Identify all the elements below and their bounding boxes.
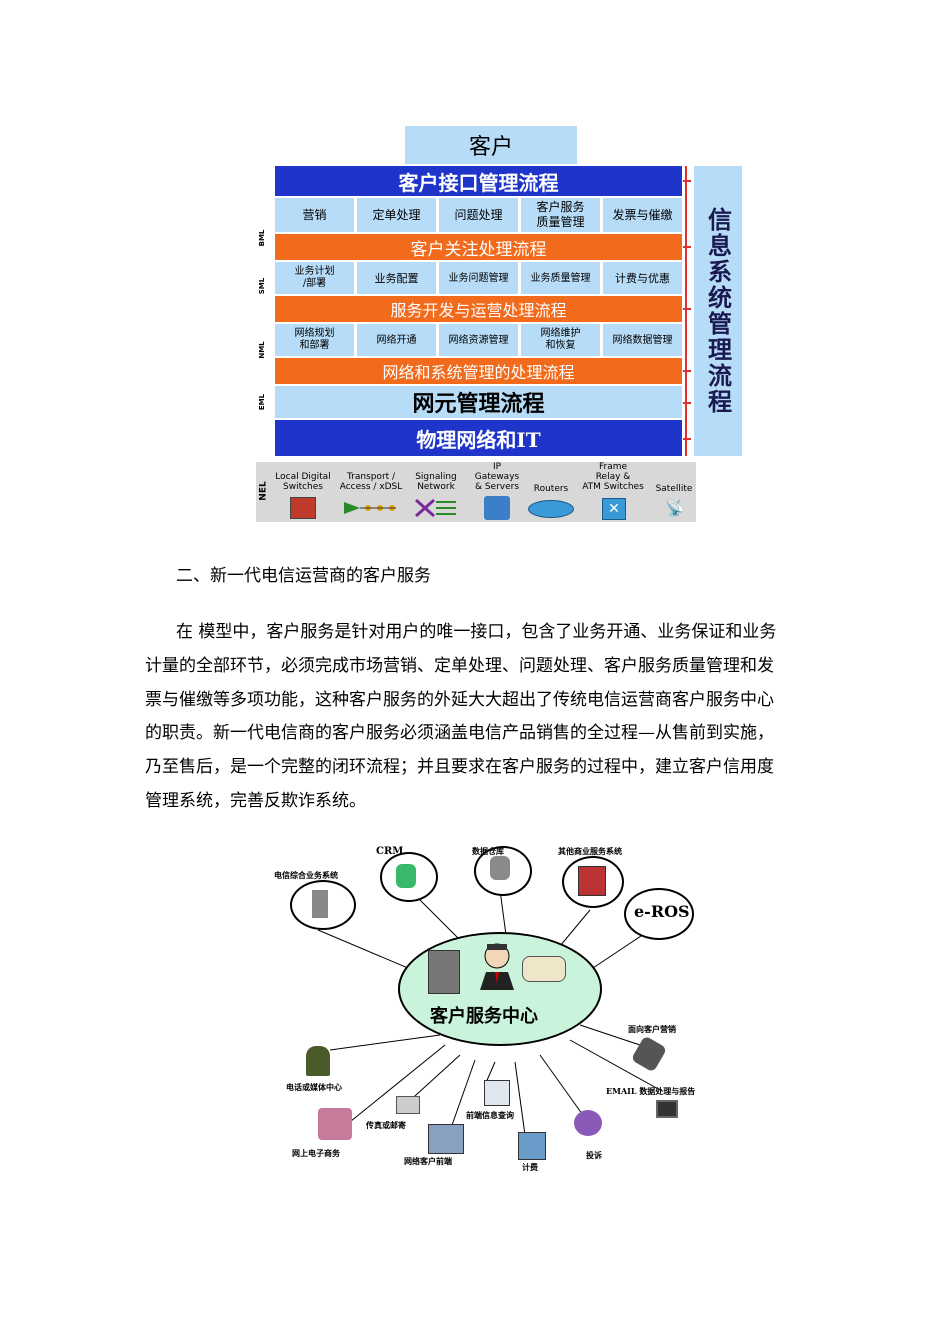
label-info-query: 前端信息查询 bbox=[466, 1110, 514, 1121]
computer-icon bbox=[578, 866, 606, 896]
ne-routers: Routers bbox=[528, 484, 574, 494]
label-email-reports: EMAIL 数据处理与报告 bbox=[606, 1086, 695, 1097]
band-customer-interface: 客户接口管理流程 bbox=[275, 166, 682, 196]
satellite-icon: 📡 bbox=[664, 498, 686, 518]
label-ecommerce: 网上电子商务 bbox=[292, 1148, 340, 1159]
connector-tick bbox=[683, 180, 691, 182]
client-frontend-icon bbox=[428, 1124, 464, 1154]
database-icon bbox=[490, 856, 510, 880]
level-nml: NML bbox=[258, 338, 266, 362]
side-panel-label: 信息系统管理流程 bbox=[701, 207, 736, 415]
cell-quality: 客户服务 质量管理 bbox=[521, 198, 600, 232]
ne-signaling: Signaling Network bbox=[408, 472, 464, 492]
band-network-systems: 网络和系统管理的处理流程 bbox=[275, 358, 682, 384]
label-telecom-system: 电信综合业务系统 bbox=[274, 870, 338, 881]
monitor-icon bbox=[656, 1100, 678, 1118]
router-icon bbox=[528, 500, 574, 518]
band-service-dev: 服务开发与运营处理流程 bbox=[275, 296, 682, 322]
band-element-mgmt: 网元管理流程 bbox=[275, 386, 682, 418]
connector-line bbox=[685, 166, 687, 456]
paragraph-line: 的职责。新一代电信商的客户服务必须涵盖电信产品销售的全过程—从售前到实施， bbox=[145, 718, 805, 743]
customer-box: 客户 bbox=[405, 126, 577, 164]
cell-problem: 问题处理 bbox=[439, 198, 518, 232]
cell-network-maintenance: 网络维护 和恢复 bbox=[521, 324, 600, 356]
connector-tick bbox=[683, 246, 691, 248]
paragraph-line: 票与催缴等多项功能，这种客户服务的外延大大超出了传统电信运营商客户服务中心 bbox=[145, 685, 805, 710]
ne-transport: Transport / Access / xDSL bbox=[336, 472, 406, 492]
connector-tick bbox=[683, 438, 691, 440]
cell-marketing: 营销 bbox=[275, 198, 354, 232]
ne-local-switch: Local Digital Switches bbox=[272, 472, 334, 492]
cell-service-quality: 业务质量管理 bbox=[521, 262, 600, 294]
fax-icon bbox=[396, 1096, 420, 1114]
label-customer-marketing: 面向客户营销 bbox=[628, 1024, 676, 1035]
customer-label: 客户 bbox=[469, 129, 513, 161]
cell-service-config: 业务配置 bbox=[357, 262, 436, 294]
cell-network-inventory: 网络资源管理 bbox=[439, 324, 518, 356]
paragraph-line: 计量的全部环节，必须完成市场营销、定单处理、问题处理、客户服务质量管理和发 bbox=[145, 651, 805, 676]
side-panel-it-management: 信息系统管理流程 bbox=[694, 166, 742, 456]
connector-tick bbox=[683, 370, 691, 372]
switch-icon bbox=[290, 497, 316, 519]
level-bml: BML bbox=[258, 226, 266, 250]
cell-service-plan: 业务计划 /部署 bbox=[275, 262, 354, 294]
ecommerce-icon bbox=[318, 1108, 352, 1140]
billing-icon bbox=[518, 1132, 546, 1160]
section-heading: 二、新一代电信运营商的客户服务 bbox=[176, 561, 431, 586]
complaint-icon bbox=[574, 1110, 602, 1136]
connector-tick bbox=[683, 402, 691, 404]
atm-switch-icon: ✕ bbox=[602, 498, 626, 520]
level-sml: SML bbox=[258, 274, 266, 298]
kiosk-icon bbox=[484, 1080, 510, 1106]
cell-rating: 计费与优惠 bbox=[603, 262, 682, 294]
cell-network-data: 网络数据管理 bbox=[603, 324, 682, 356]
label-client-frontend: 网络客户前端 bbox=[404, 1156, 452, 1167]
signaling-icon bbox=[414, 498, 458, 518]
ne-frame-relay: Frame Relay & ATM Switches bbox=[578, 462, 648, 492]
band-customer-care: 客户关注处理流程 bbox=[275, 234, 682, 260]
cell-network-provision: 网络开通 bbox=[357, 324, 436, 356]
ne-ip-gateways: IP Gateways & Servers bbox=[468, 462, 526, 492]
paragraph-line: 乃至售后，是一个完整的闭环流程；并且要求在客户服务的过程中，建立客户信用度 bbox=[145, 752, 805, 777]
nel-label: NEL bbox=[259, 481, 269, 500]
cell-service-problem: 业务问题管理 bbox=[439, 262, 518, 294]
label-fax-mail: 传真或邮寄 bbox=[366, 1120, 406, 1131]
row-network-functions: 网络规划 和部署 网络开通 网络资源管理 网络维护 和恢复 网络数据管理 bbox=[275, 324, 682, 356]
label-call-center: 电话或媒体中心 bbox=[286, 1082, 342, 1093]
label-eros: e-ROS bbox=[634, 902, 690, 921]
label-billing: 计费 bbox=[522, 1162, 538, 1173]
cell-network-plan: 网络规划 和部署 bbox=[275, 324, 354, 356]
ne-satellite: Satellite bbox=[652, 484, 696, 494]
gateway-icon bbox=[484, 496, 510, 520]
center-label: 客户服务中心 bbox=[430, 1002, 538, 1028]
server-icon bbox=[312, 890, 328, 918]
person-icon bbox=[476, 940, 518, 990]
server-icon bbox=[428, 950, 460, 994]
cell-billing: 发票与催缴 bbox=[603, 198, 682, 232]
paragraph-line: 管理系统，完善反欺诈系统。 bbox=[145, 786, 805, 811]
row-customer-functions: 营销 定单处理 问题处理 客户服务 质量管理 发票与催缴 bbox=[275, 198, 682, 232]
transport-icon bbox=[344, 500, 400, 516]
label-data-warehouse: 数据仓库 bbox=[472, 846, 504, 857]
label-complaint: 投诉 bbox=[586, 1150, 602, 1161]
label-crm: CRM bbox=[376, 846, 403, 857]
agent-icon bbox=[306, 1046, 330, 1076]
level-eml: EML bbox=[258, 390, 266, 414]
label-other-systems: 其他商业服务系统 bbox=[558, 846, 622, 857]
database-icon bbox=[396, 864, 416, 888]
cell-order: 定单处理 bbox=[357, 198, 436, 232]
connector-tick bbox=[683, 308, 691, 310]
row-service-functions: 业务计划 /部署 业务配置 业务问题管理 业务质量管理 计费与优惠 bbox=[275, 262, 682, 294]
band-physical-network: 物理网络和IT bbox=[275, 420, 682, 456]
paragraph-line: 在 模型中，客户服务是针对用户的唯一接口，包含了业务开通、业务保证和业务 bbox=[176, 617, 836, 642]
phone-icon bbox=[522, 956, 566, 982]
